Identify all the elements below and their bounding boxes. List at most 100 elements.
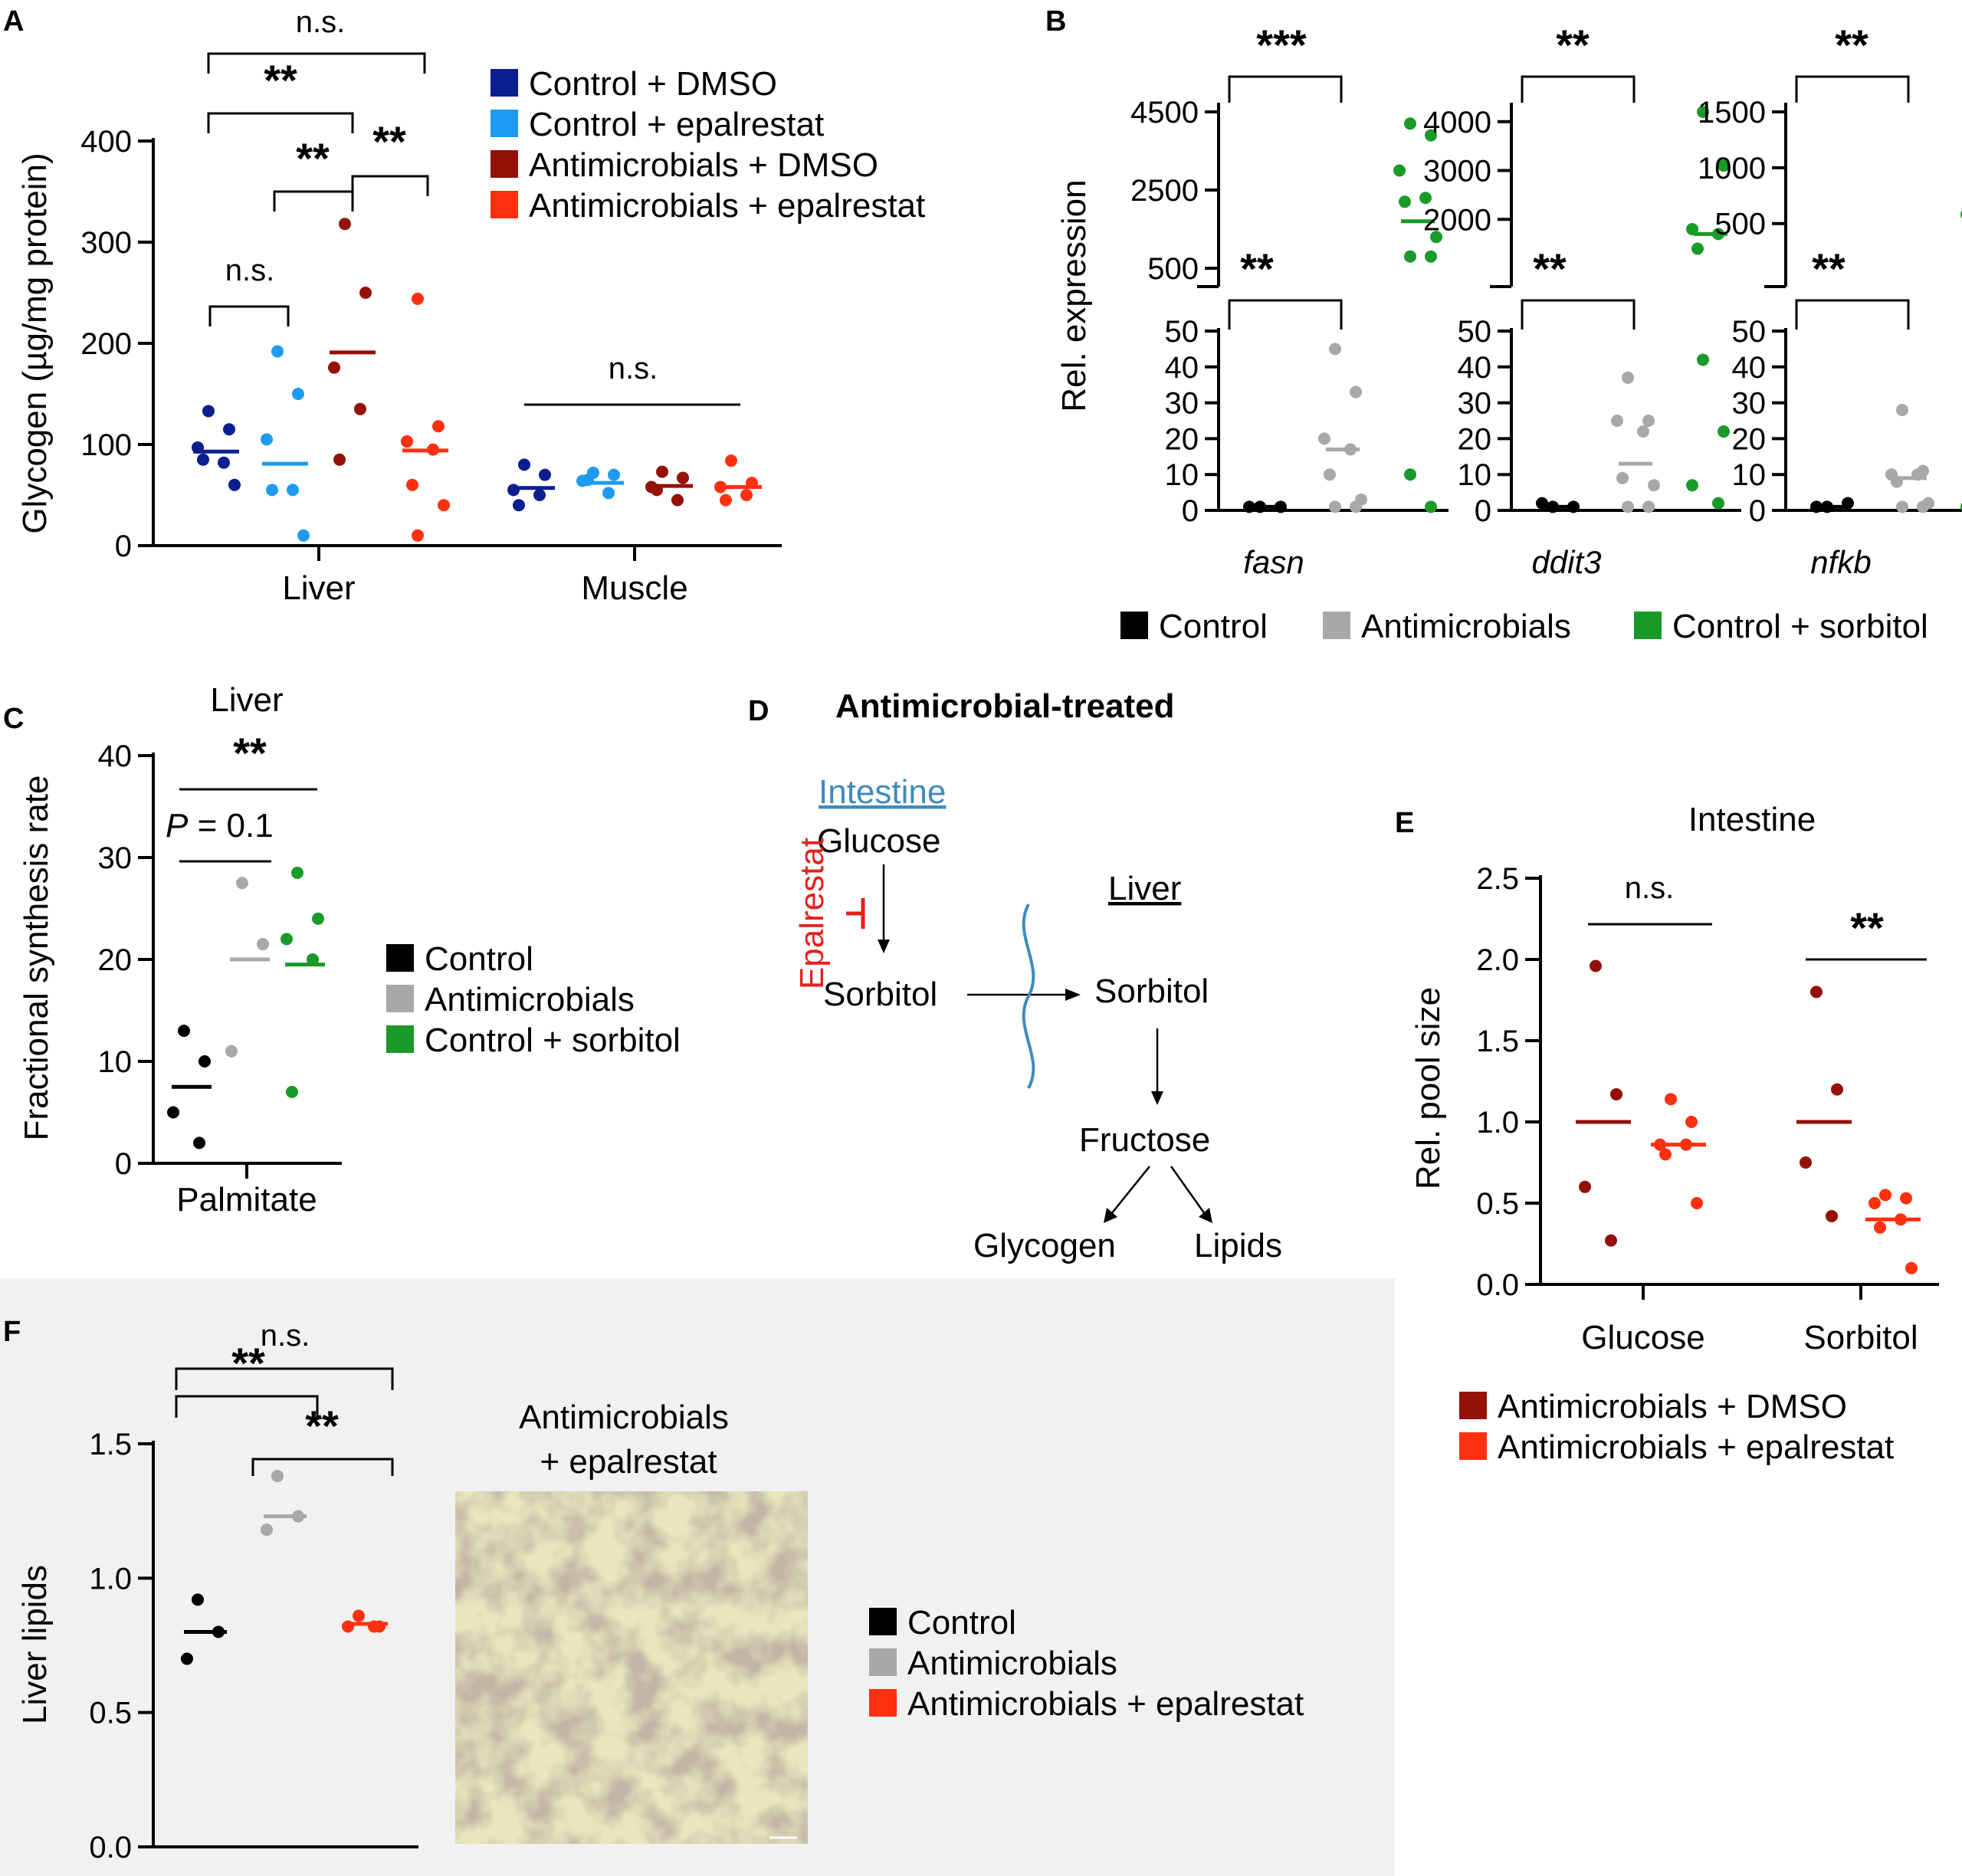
b-control-point-2-2	[1810, 500, 1823, 513]
b-lower-tick-label-2-2: 20	[1732, 422, 1767, 456]
a-legend-label-2: Antimicrobials + DMSO	[529, 146, 878, 184]
a-liver-point-s0-3	[218, 456, 230, 469]
c-p-value: P = 0.1	[166, 807, 274, 845]
gut-barrier-wave	[1022, 904, 1035, 1089]
b-lower-tick-label-0-2: 20	[1165, 422, 1199, 456]
glucose-label: Glucose	[817, 822, 940, 860]
e-legend-label-1: Antimicrobials + epalrestat	[1498, 1428, 1894, 1466]
a-liver-point-s3-2	[401, 435, 413, 448]
b-anti-point-0-6	[1329, 500, 1341, 513]
f-legend-label-2: Antimicrobials + epalrestat	[907, 1685, 1304, 1723]
f-ylabel: Liver lipids	[16, 1565, 54, 1724]
b-anti-point-1-2	[1611, 415, 1623, 427]
e-glucose-point-s1-0	[1665, 1093, 1677, 1106]
b-anti-point-1-4	[1616, 471, 1629, 484]
e-ylabel: Rel. pool size	[1409, 987, 1447, 1189]
sorbitol-liver-label: Sorbitol	[1094, 972, 1209, 1010]
a-muscle-point-s1-3	[602, 487, 615, 500]
c-ytick-label-2: 20	[98, 943, 133, 977]
c-ytick-label-0: 0	[115, 1147, 132, 1181]
b-gene-label-2: nfkb	[1810, 544, 1871, 580]
b-gene-label-1: ddit3	[1531, 544, 1601, 580]
arrowhead-2	[1065, 989, 1081, 1001]
f-sig-ns: n.s.	[261, 1319, 310, 1353]
b-upper-sig-0: ***	[1256, 21, 1307, 69]
e-category-0: Glucose	[1581, 1319, 1704, 1356]
c-point-s2-0	[291, 866, 303, 879]
c-point-s0-3	[193, 1136, 205, 1150]
a-sig-2: **	[296, 134, 330, 182]
e-sorbitol-point-s0-3	[1826, 1209, 1838, 1222]
b-anti-point-0-2	[1318, 432, 1330, 445]
image-title-1: Antimicrobials	[519, 1399, 729, 1436]
b-sorbitol-upper-point-1-1	[1718, 159, 1730, 172]
f-legend-swatch-1	[869, 1648, 897, 1676]
f-bracket-1	[175, 1395, 319, 1418]
b-upper-tick-label-1-0: 2000	[1423, 203, 1491, 237]
b-sorbitol-upper-point-0-4	[1399, 195, 1411, 208]
e-glucose-point-s1-4	[1659, 1148, 1672, 1161]
b-upper-tick-label-2-0: 500	[1714, 208, 1766, 241]
b-legend-swatch-1	[1323, 612, 1350, 639]
a-liver-point-s2-3	[354, 402, 366, 415]
a-ytick-label-0: 0	[115, 530, 132, 563]
image-title-2: + epalrestat	[540, 1443, 717, 1481]
a-liver-point-s1-5	[297, 529, 310, 542]
a-muscle-point-s0-0	[518, 458, 530, 471]
a-legend-label-1: Control + epalrestat	[529, 106, 824, 143]
lipids-label: Lipids	[1194, 1227, 1282, 1264]
b-legend-label-0: Control	[1159, 608, 1268, 645]
a-liver-point-s0-4	[197, 453, 209, 466]
e-sorbitol-point-s0-0	[1810, 986, 1823, 999]
arrowhead-1	[878, 940, 890, 953]
e-glucose-point-s1-5	[1691, 1197, 1703, 1209]
b-lower-sig-0: **	[1240, 244, 1274, 293]
f-bracket-ns	[175, 1367, 394, 1390]
e-sorbitol-point-s1-0	[1879, 1189, 1891, 1202]
b-lower-tick-label-0-1: 10	[1165, 458, 1199, 492]
a-category-1: Muscle	[581, 569, 687, 607]
a-ytick-label-1: 100	[80, 428, 132, 462]
arrowhead-4	[1104, 1208, 1117, 1223]
e-ytick-label-3: 1.5	[1476, 1025, 1519, 1058]
c-point-s2-3	[307, 953, 319, 966]
f-legend-swatch-2	[869, 1689, 897, 1717]
b-sorbitol-upper-point-0-7	[1425, 250, 1437, 263]
b-upper-sig-1: **	[1556, 21, 1590, 69]
c-point-s0-0	[178, 1025, 190, 1038]
e-glucose-point-s0-3	[1605, 1234, 1617, 1247]
c-legend-swatch-1	[386, 985, 414, 1012]
a-muscle-point-s3-3	[740, 489, 753, 501]
arrow-fructose-lipids	[1170, 1166, 1206, 1215]
arrowhead-5	[1199, 1208, 1212, 1223]
a-liver-point-s0-5	[228, 478, 241, 491]
b-anti-point-1-1	[1642, 415, 1655, 427]
c-point-s1-2	[225, 1045, 238, 1058]
b-lower-tick-label-0-3: 30	[1165, 387, 1199, 421]
b-anti-point-1-6	[1622, 500, 1634, 513]
b-upper-tick-label-1-1: 3000	[1423, 155, 1491, 189]
b-sorbitol-upper-point-0-6	[1404, 250, 1416, 263]
a-sig-ns-top: n.s.	[296, 5, 345, 39]
b-legend-label-2: Control + sorbitol	[1672, 608, 1928, 645]
b-anti-point-1-5	[1648, 479, 1660, 492]
a-muscle-point-s1-1	[608, 468, 620, 481]
a-muscle-point-s0-4	[513, 499, 525, 512]
arrow-fructose-glycogen	[1111, 1166, 1150, 1215]
a-legend-label-0: Control + DMSO	[529, 65, 777, 103]
b-upper-tick-label-2-1: 1000	[1698, 152, 1766, 185]
b-upper-bracket-0	[1228, 75, 1343, 103]
e-sorbitol-point-s1-2	[1868, 1197, 1881, 1209]
b-lower-tick-label-2-0: 0	[1749, 494, 1766, 528]
b-sorbitol-upper-point-1-4	[1691, 242, 1704, 255]
a-liver-point-s1-3	[287, 484, 299, 497]
b-sorbitol-upper-point-0-1	[1425, 129, 1437, 142]
a-muscle-point-s0-1	[539, 468, 551, 481]
liver-label: Liver	[1108, 870, 1181, 907]
f-point-s0-2	[181, 1652, 193, 1665]
a-sig-ns-2: n.s.	[225, 254, 274, 287]
b-control-point-0-2	[1243, 500, 1255, 513]
b-lower-tick-label-1-4: 40	[1458, 351, 1492, 385]
diagram-title: Antimicrobial-treated	[835, 687, 1175, 725]
